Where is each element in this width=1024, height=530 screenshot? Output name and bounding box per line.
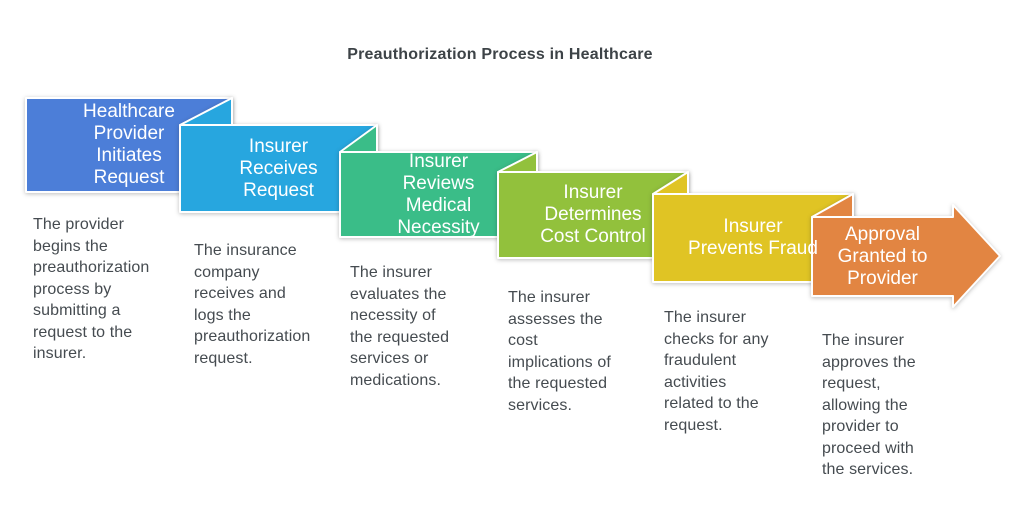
step-2-shape [179, 97, 378, 213]
step-6-arrow-body [811, 204, 1001, 308]
step-3-description: The insurer evaluates the necessity of t… [350, 264, 450, 389]
step-6-shape [811, 193, 1001, 308]
step-6-description: The insurer approves the request, allowi… [822, 332, 916, 478]
step-2-description: The insurance company receives and logs … [194, 242, 311, 367]
page-title: Preauthorization Process in Healthcare [347, 46, 653, 63]
step-1-description: The provider begins the preauthorization… [33, 216, 150, 362]
step-5-description: The insurer checks for any fraudulent ac… [664, 309, 769, 434]
step-4-description: The insurer assesses the cost implicatio… [508, 289, 611, 414]
